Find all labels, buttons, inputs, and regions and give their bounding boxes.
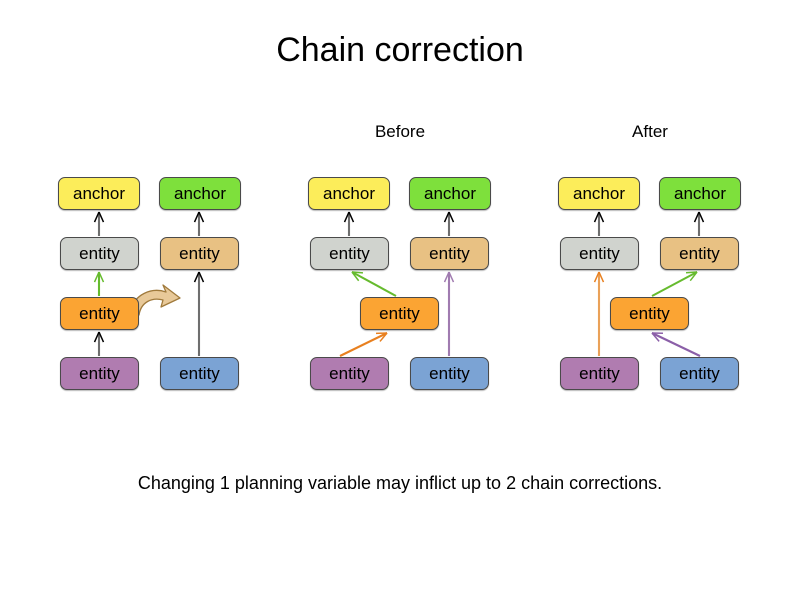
arrow-g1-a5 xyxy=(93,331,105,356)
node-g1-anchor-right[interactable]: anchor xyxy=(159,177,241,210)
arrow-g3-a4 xyxy=(651,271,698,297)
node-g1-anchor-left[interactable]: anchor xyxy=(58,177,140,210)
node-g2-entity-gray[interactable]: entity xyxy=(310,237,389,270)
node-g2-entity-blue[interactable]: entity xyxy=(410,357,489,390)
node-g2-anchor-left[interactable]: anchor xyxy=(308,177,390,210)
node-label: entity xyxy=(579,244,620,263)
arrow-g1-a1 xyxy=(93,211,105,236)
node-g3-anchor-left[interactable]: anchor xyxy=(558,177,640,210)
arrow-g2-a4 xyxy=(339,332,388,357)
node-label: anchor xyxy=(174,184,226,203)
section-label-after: After xyxy=(632,122,668,141)
node-label: entity xyxy=(329,364,370,383)
arrow-g2-a2 xyxy=(443,211,455,236)
node-label: entity xyxy=(679,364,720,383)
arrow-g3-a2 xyxy=(693,211,705,236)
node-label: entity xyxy=(679,244,720,263)
node-label: anchor xyxy=(573,184,625,203)
node-label: entity xyxy=(629,304,670,323)
node-g2-anchor-right[interactable]: anchor xyxy=(409,177,491,210)
node-g2-entity-purple[interactable]: entity xyxy=(310,357,389,390)
node-label: entity xyxy=(379,304,420,323)
node-g3-anchor-right[interactable]: anchor xyxy=(659,177,741,210)
node-label: anchor xyxy=(323,184,375,203)
node-g3-entity-gray[interactable]: entity xyxy=(560,237,639,270)
arrow-g1-a3 xyxy=(93,271,105,296)
arrow-g2-a5 xyxy=(443,271,455,356)
section-label-before: Before xyxy=(374,122,426,141)
slide-caption: Changing 1 planning variable may inflict… xyxy=(137,473,663,493)
node-label: entity xyxy=(329,244,370,263)
node-label: entity xyxy=(79,244,120,263)
node-label: entity xyxy=(79,364,120,383)
node-label: entity xyxy=(579,364,620,383)
node-label: entity xyxy=(179,364,220,383)
arrow-g3-a3 xyxy=(593,271,605,356)
node-g1-entity-blue[interactable]: entity xyxy=(160,357,239,390)
node-g1-entity-gray[interactable]: entity xyxy=(60,237,139,270)
node-g3-entity-purple[interactable]: entity xyxy=(560,357,639,390)
node-g1-entity-purple[interactable]: entity xyxy=(60,357,139,390)
node-label: entity xyxy=(79,304,120,323)
node-g1-entity-orange[interactable]: entity xyxy=(60,297,139,330)
arrow-g2-a1 xyxy=(343,211,355,236)
node-label: entity xyxy=(429,364,470,383)
page-title: Chain correction xyxy=(276,31,524,69)
node-g3-entity-tan[interactable]: entity xyxy=(660,237,739,270)
node-g1-entity-tan[interactable]: entity xyxy=(160,237,239,270)
arrow-g1-a2 xyxy=(193,211,205,236)
node-g3-entity-blue[interactable]: entity xyxy=(660,357,739,390)
node-label: entity xyxy=(179,244,220,263)
arrow-g2-a3 xyxy=(351,271,397,297)
arrow-g3-a5 xyxy=(651,332,701,357)
node-g3-entity-orange[interactable]: entity xyxy=(610,297,689,330)
node-label: anchor xyxy=(424,184,476,203)
arrow-g1-a4 xyxy=(193,271,205,356)
node-label: anchor xyxy=(674,184,726,203)
node-label: entity xyxy=(429,244,470,263)
node-g2-entity-tan[interactable]: entity xyxy=(410,237,489,270)
node-label: anchor xyxy=(73,184,125,203)
arrow-g3-a1 xyxy=(593,211,605,236)
node-g2-entity-orange[interactable]: entity xyxy=(360,297,439,330)
